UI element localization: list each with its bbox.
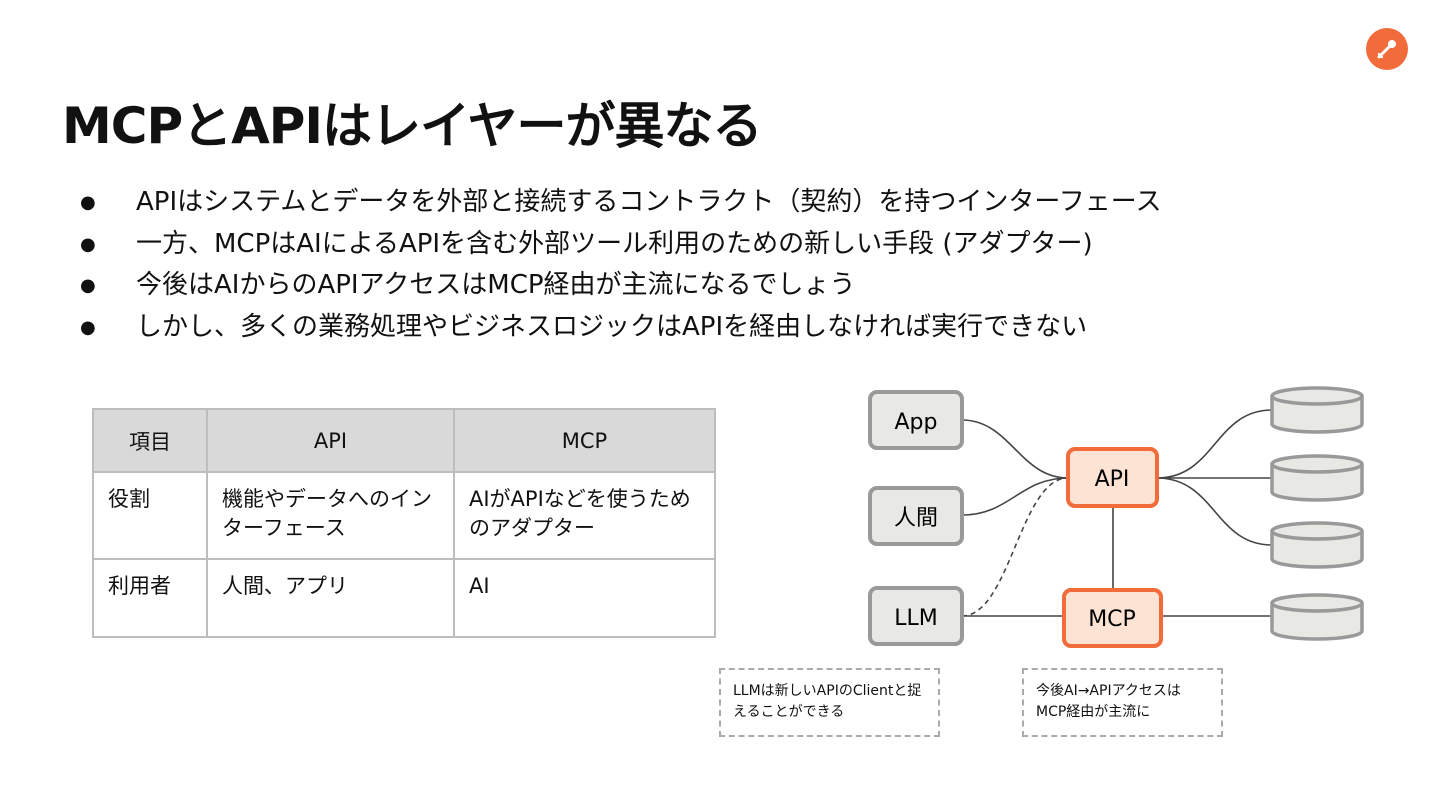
node-api-label: API	[1095, 467, 1130, 492]
llm-note: LLMは新しいAPIのClientと捉えることができる	[719, 668, 940, 737]
node-mcp: MCP	[1062, 588, 1163, 648]
database-icon	[1270, 386, 1364, 434]
bullet-item: しかし、多くの業務処理やビジネスロジックはAPIを経由しなければ実行できない	[80, 307, 1162, 349]
table-header: 項目	[92, 408, 208, 473]
node-llm: LLM	[868, 586, 964, 646]
node-human: 人間	[868, 486, 964, 546]
database-icon	[1270, 521, 1364, 569]
bullet-item: APIはシステムとデータを外部と接続するコントラクト（契約）を持つインターフェー…	[80, 182, 1162, 224]
node-mcp-label: MCP	[1088, 607, 1136, 632]
database-icon	[1270, 593, 1364, 641]
mcp-note: 今後AI→APIアクセスはMCP経由が主流に	[1022, 668, 1223, 737]
edge-human-api	[961, 477, 1069, 516]
table-row: 利用者 人間、アプリ AI	[92, 558, 716, 638]
node-human-label: 人間	[894, 506, 938, 531]
bullet-list: APIはシステムとデータを外部と接続するコントラクト（契約）を持つインターフェー…	[80, 182, 1162, 348]
logo-icon	[1366, 28, 1408, 70]
table-header: API	[206, 408, 455, 473]
edge-llm-api	[961, 477, 1069, 617]
table-header-row: 項目 API MCP	[92, 408, 716, 473]
page-title: MCPとAPIはレイヤーが異なる	[62, 97, 763, 155]
bullet-item: 今後はAIからのAPIアクセスはMCP経由が主流になるでしょう	[80, 265, 1162, 307]
table-header: MCP	[453, 408, 716, 473]
table-cell: 役割	[92, 471, 208, 560]
edge-app-api	[961, 419, 1069, 479]
node-llm-label: LLM	[894, 606, 938, 631]
node-api: API	[1066, 447, 1159, 508]
node-app: App	[868, 390, 964, 450]
edge-api-db1	[1156, 409, 1273, 479]
edge-api-db3	[1156, 477, 1273, 546]
table-cell: 機能やデータへのインターフェース	[206, 471, 455, 560]
node-app-label: App	[895, 410, 938, 435]
table-cell: 利用者	[92, 558, 208, 638]
database-icon	[1270, 454, 1364, 502]
table-cell: 人間、アプリ	[206, 558, 455, 638]
table-cell: AIがAPIなどを使うためのアダプター	[453, 471, 716, 560]
bullet-item: 一方、MCPはAIによるAPIを含む外部ツール利用のための新しい手段 (アダプタ…	[80, 224, 1162, 266]
table-row: 役割 機能やデータへのインターフェース AIがAPIなどを使うためのアダプター	[92, 471, 716, 560]
table-cell: AI	[453, 558, 716, 638]
comparison-table: 項目 API MCP 役割 機能やデータへのインターフェース AIがAPIなどを…	[92, 408, 716, 638]
